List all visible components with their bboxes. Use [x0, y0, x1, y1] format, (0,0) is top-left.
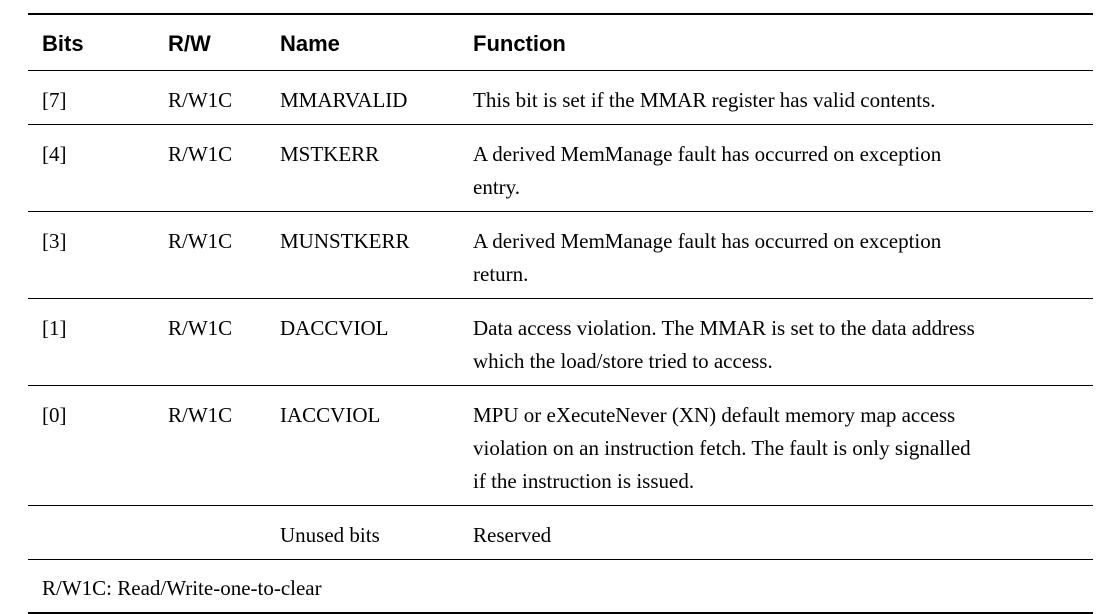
column-header-function: Function: [473, 31, 566, 56]
cell-rw: R/W1C: [168, 403, 233, 427]
cell-function: Data access violation. The MMAR is set t…: [473, 316, 975, 373]
cell-name: MUNSTKERR: [280, 229, 410, 253]
column-header-rw: R/W: [168, 31, 211, 56]
cell-function: MPU or eXecuteNever (XN) default memory …: [473, 403, 971, 493]
cell-name: DACCVIOL: [280, 316, 389, 340]
table-row-munstkerr: [3] R/W1C MUNSTKERR A derived MemManage …: [28, 212, 1093, 299]
table-row-mstkerr: [4] R/W1C MSTKERR A derived MemManage fa…: [28, 125, 1093, 212]
cell-rw: R/W1C: [168, 316, 233, 340]
cell-bits: [28, 506, 168, 560]
cell-name: MSTKERR: [280, 142, 380, 166]
cell-rw: R/W1C: [168, 88, 233, 112]
table-row-iaccviol: [0] R/W1C IACCVIOL MPU or eXecuteNever (…: [28, 386, 1093, 506]
cell-function: A derived MemManage fault has occurred o…: [473, 229, 942, 286]
cell-function: This bit is set if the MMAR register has…: [473, 88, 936, 112]
table-body: [7] R/W1C MMARVALID This bit is set if t…: [28, 71, 1093, 614]
header-row: Bits R/W Name Function: [28, 14, 1093, 71]
column-header-name: Name: [280, 31, 340, 56]
table-row-mmarvalid: [7] R/W1C MMARVALID This bit is set if t…: [28, 71, 1093, 125]
table-row-unused-bits: Unused bits Reserved: [28, 506, 1093, 560]
cell-rw: R/W1C: [168, 229, 233, 253]
table-header: Bits R/W Name Function: [28, 14, 1093, 71]
cell-name: Unused bits: [280, 523, 380, 547]
footnote-row: R/W1C: Read/Write-one-to-clear: [28, 560, 1093, 614]
cell-function: Reserved: [473, 523, 552, 547]
cell-bits: [4]: [42, 142, 67, 166]
cell-bits: [3]: [42, 229, 67, 253]
cell-name: IACCVIOL: [280, 403, 381, 427]
cell-bits: [0]: [42, 403, 67, 427]
cell-bits: [7]: [42, 88, 67, 112]
cell-bits: [1]: [42, 316, 67, 340]
footnote-text: R/W1C: Read/Write-one-to-clear: [42, 576, 322, 600]
cell-rw: R/W1C: [168, 142, 233, 166]
cell-rw: [168, 506, 280, 560]
table-row-daccviol: [1] R/W1C DACCVIOL Data access violation…: [28, 299, 1093, 386]
column-header-bits: Bits: [42, 31, 84, 56]
cell-name: MMARVALID: [280, 88, 408, 112]
cell-function: A derived MemManage fault has occurred o…: [473, 142, 942, 199]
register-bits-table: Bits R/W Name Function [7] R/W1C MMARVAL…: [28, 13, 1093, 614]
